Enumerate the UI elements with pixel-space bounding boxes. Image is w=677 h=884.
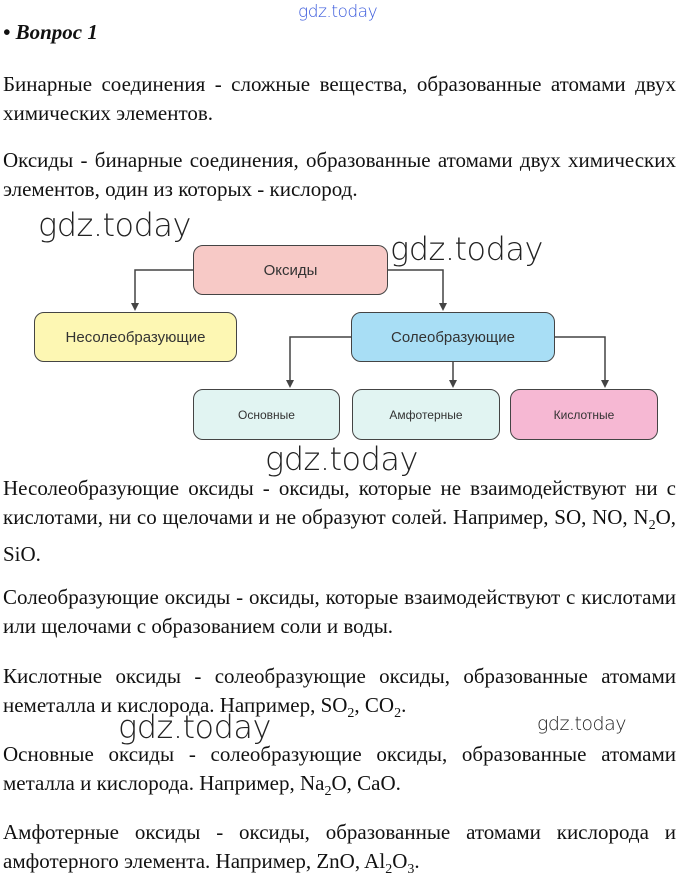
subscript: 2 <box>385 862 393 878</box>
paragraph-amphoteric: Амфотерные оксиды - оксиды, образованные… <box>3 818 676 884</box>
text: O <box>392 849 408 873</box>
diagram-node-basic: Основные <box>193 389 340 440</box>
diagram-node-amphoteric: Амфотерные <box>352 389 500 440</box>
paragraph-binary: Бинарные соединения - сложные вещества, … <box>3 72 676 125</box>
subscript: 2 <box>394 706 402 722</box>
text: Несолеобразующие оксиды - оксиды, которы… <box>3 476 676 529</box>
subscript: 2 <box>324 784 332 800</box>
text: Амфотерные оксиды - оксиды, образованные… <box>3 820 676 873</box>
text: . <box>414 849 420 873</box>
paragraph-acidic: Кислотные оксиды - солеобразующие оксиды… <box>3 662 676 728</box>
diagram-node-acidic: Кислотные <box>510 389 658 440</box>
text: Основные оксиды - солеобразующие оксиды,… <box>3 742 676 795</box>
diagram-node-non-salt-forming: Несолеобразующие <box>34 312 237 362</box>
subscript: 3 <box>407 862 415 878</box>
paragraph-basic: Основные оксиды - солеобразующие оксиды,… <box>3 740 676 806</box>
watermark: gdz.today <box>38 206 191 244</box>
text: O, SiO. <box>3 505 676 567</box>
text: O, CaO. <box>331 771 401 795</box>
text: , CO <box>354 693 395 717</box>
subscript: 2 <box>347 706 355 722</box>
watermark: gdz.today <box>265 440 418 478</box>
subscript: 2 <box>648 518 656 534</box>
watermark: gdz.today <box>390 230 543 268</box>
diagram-node-oxides: Оксиды <box>193 245 388 295</box>
diagram-connectors <box>131 269 609 388</box>
paragraph-salt-forming: Солеобразующие оксиды - оксиды, которые … <box>3 585 676 638</box>
question-title: • Вопрос 1 <box>3 20 98 44</box>
paragraph-oxides: Оксиды - бинарные соединения, образованн… <box>3 148 676 201</box>
watermark: gdz.today <box>118 708 271 746</box>
text: Кислотные оксиды - солеобразующие оксиды… <box>3 664 676 717</box>
text: . <box>401 693 407 717</box>
diagram-node-salt-forming: Солеобразующие <box>351 312 555 362</box>
watermark: gdz.today <box>298 2 378 22</box>
watermark: gdz.today <box>537 713 627 735</box>
paragraph-non-salt-forming: Несолеобразующие оксиды - оксиды, которы… <box>3 474 676 569</box>
